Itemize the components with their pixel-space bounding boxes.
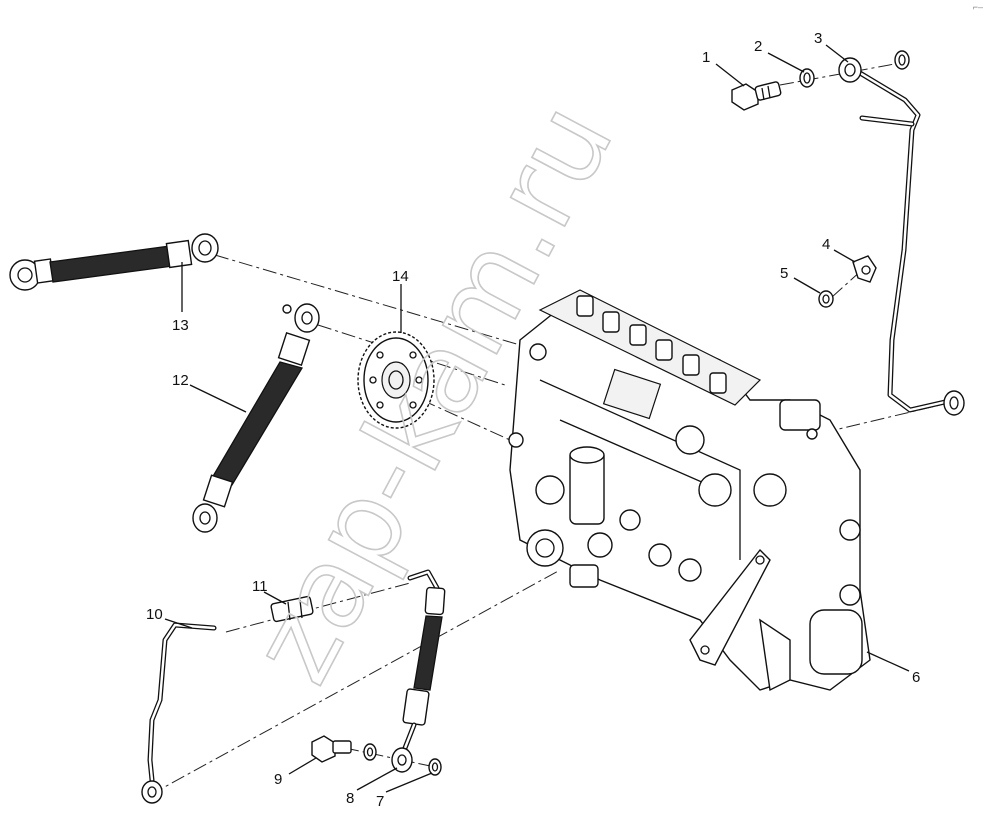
callout-10: 10 <box>146 606 163 623</box>
callout-5: 5 <box>780 265 788 282</box>
part-7-washer <box>428 758 442 776</box>
callout-2: 2 <box>754 38 762 55</box>
callout-6: 6 <box>912 669 920 686</box>
callout-14: 14 <box>392 268 409 285</box>
callout-11: 11 <box>252 578 268 595</box>
callout-12: 12 <box>172 372 189 389</box>
part-9-banjo-bolt <box>311 735 352 763</box>
corner-mark: ⌐– <box>972 2 983 12</box>
callout-4: 4 <box>822 236 830 253</box>
part-10-pipe <box>141 622 217 804</box>
part-8-washer <box>363 743 377 761</box>
part-2-washer <box>799 68 815 88</box>
callout-8: 8 <box>346 790 354 807</box>
part-14-gear <box>357 331 435 429</box>
part-5-nut <box>818 290 834 308</box>
part-13-hose <box>9 233 219 291</box>
part-12-hose <box>192 303 320 533</box>
leader-lines <box>164 44 910 793</box>
part-1-banjo-bolt <box>731 81 782 111</box>
pump-plungers <box>576 295 727 394</box>
part-4-clip <box>852 255 877 283</box>
callout-labels: 1 2 3 4 5 6 7 8 9 10 11 12 13 14 <box>146 30 920 810</box>
part-11-fitting <box>270 595 314 623</box>
part-3-return-pipe <box>838 50 965 416</box>
callout-1: 1 <box>702 49 710 66</box>
callout-7: 7 <box>376 793 384 810</box>
callout-13: 13 <box>172 317 189 334</box>
callout-3: 3 <box>814 30 822 47</box>
part-6-injection-pump <box>508 289 871 692</box>
part-8-pipe-hose <box>391 569 446 773</box>
callout-9: 9 <box>274 771 282 788</box>
